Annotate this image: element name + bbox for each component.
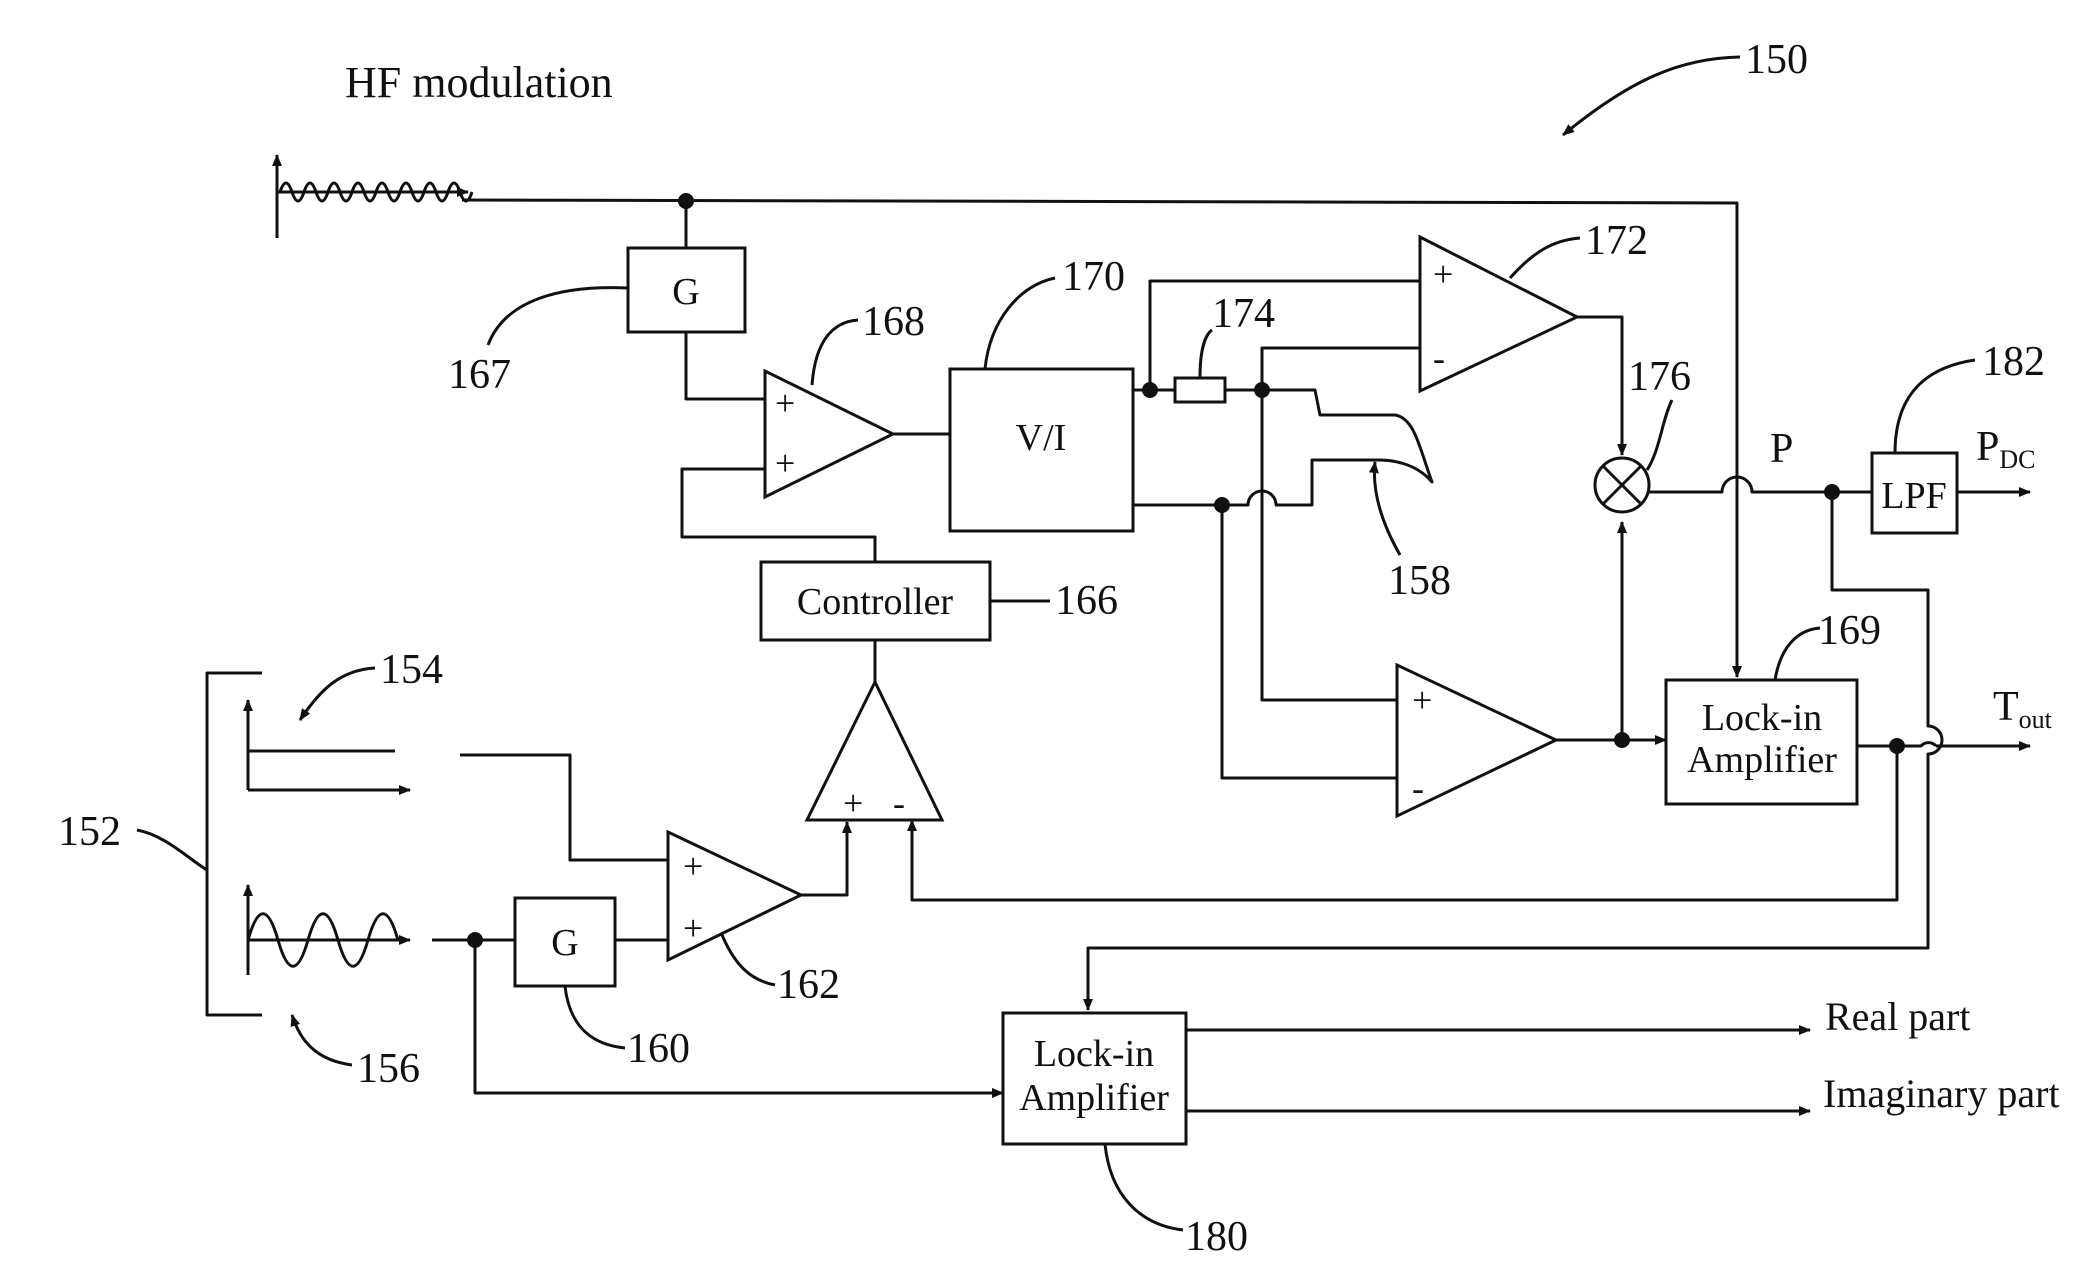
lockin-169-line2: Amplifier	[1687, 739, 1837, 781]
gain-block-160-label: G	[551, 922, 578, 964]
lpf-label: LPF	[1881, 475, 1946, 517]
ref-160: 160	[627, 1026, 690, 1072]
ref-172: 172	[1585, 218, 1648, 264]
signal-pdc: PDC	[1976, 424, 2035, 474]
resistor-174	[1175, 378, 1225, 402]
output-imaginary-part: Imaginary part	[1823, 1071, 2060, 1116]
ref-152: 152	[58, 809, 121, 855]
ref-180: 180	[1185, 1214, 1248, 1260]
ref-174: 174	[1212, 291, 1275, 337]
svg-text:+: +	[683, 908, 703, 948]
vi-label: V/I	[1016, 417, 1067, 459]
svg-text:+: +	[843, 783, 863, 823]
ref-166: 166	[1055, 578, 1118, 624]
lockin-169-line1: Lock-in	[1702, 697, 1822, 739]
ref-150: 150	[1745, 37, 1808, 83]
signal-tout: Tout	[1993, 684, 2053, 734]
ref-150-arrow	[1563, 57, 1740, 135]
lockin-180-line2: Amplifier	[1019, 1077, 1169, 1119]
svg-text:+: +	[775, 443, 795, 483]
ref-156: 156	[357, 1046, 420, 1092]
lockin-180-line1: Lock-in	[1034, 1033, 1154, 1075]
svg-text:+: +	[1412, 680, 1432, 720]
dc-signal-154	[248, 700, 410, 790]
ref-176: 176	[1628, 354, 1691, 400]
diagram-title: HF modulation	[345, 58, 613, 107]
gain-block-167-label: G	[672, 271, 699, 313]
svg-text:-: -	[1433, 338, 1445, 378]
load-158	[1262, 390, 1432, 505]
multiplier-176	[1595, 458, 1649, 512]
svg-text:-: -	[893, 783, 905, 823]
svg-text:+: +	[775, 383, 795, 423]
ref-168: 168	[862, 299, 925, 345]
svg-text:+: +	[683, 846, 703, 886]
svg-text:-: -	[1412, 768, 1424, 808]
comparator	[807, 682, 942, 820]
ac-signal-156	[248, 885, 410, 975]
ref-158: 158	[1388, 558, 1451, 604]
ref-162: 162	[777, 962, 840, 1008]
output-real-part: Real part	[1825, 994, 1971, 1039]
bracket-152	[207, 673, 262, 1015]
signal-p: P	[1770, 426, 1793, 472]
svg-text:+: +	[1433, 254, 1453, 294]
hf-source-symbol	[277, 155, 472, 238]
ref-154: 154	[380, 647, 443, 693]
ref-167: 167	[448, 352, 511, 398]
ref-169: 169	[1818, 608, 1881, 654]
controller-label: Controller	[797, 581, 954, 623]
ref-182: 182	[1982, 339, 2045, 385]
ref-170: 170	[1062, 254, 1125, 300]
